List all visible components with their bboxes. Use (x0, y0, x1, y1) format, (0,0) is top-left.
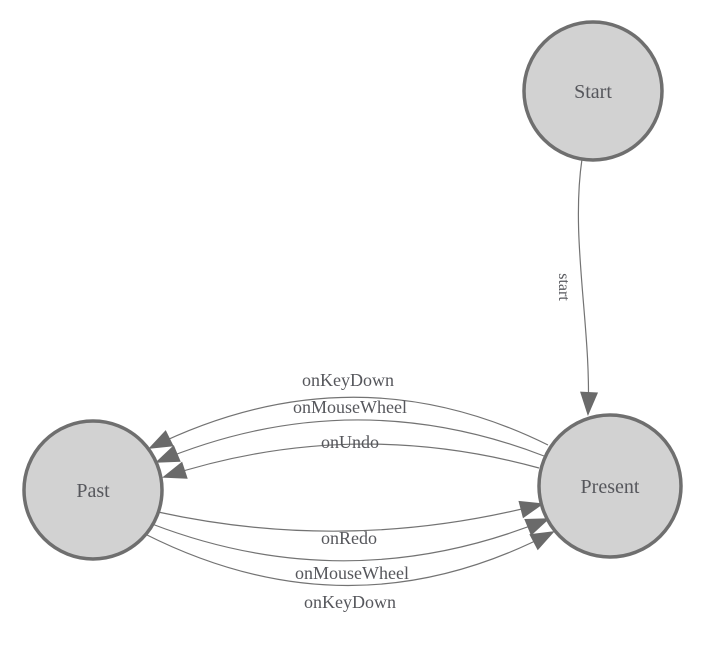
state-node-present[interactable] (537, 413, 683, 559)
edge-label-onmousewheel-bottom: onMouseWheel (295, 563, 409, 583)
edge-present-to-past-onundo (162, 443, 540, 479)
edge-label-onredo: onRedo (321, 528, 377, 548)
edge-past-to-present-onmousewheel (151, 518, 550, 562)
state-node-start[interactable] (522, 20, 664, 162)
state-node-past-label: Past (76, 480, 110, 502)
edge-past-to-present-onkeydown (144, 531, 555, 587)
state-node-present-label: Present (581, 476, 640, 498)
state-node-start-label: Start (574, 81, 612, 103)
edge-present-to-past-onmousewheel (155, 419, 545, 463)
state-node-past[interactable] (22, 419, 164, 561)
edge-label-onundo: onUndo (321, 432, 379, 452)
edge-label-onkeydown-bottom: onKeyDown (304, 592, 396, 612)
edge-label-onkeydown-top: onKeyDown (302, 370, 394, 390)
edge-start-to-present (577, 158, 599, 416)
edge-present-to-past-onkeydown (148, 396, 549, 449)
edge-label-onmousewheel-top: onMouseWheel (293, 397, 407, 417)
edge-past-to-present-onredo (157, 500, 544, 532)
edge-label-start: start (555, 273, 572, 301)
